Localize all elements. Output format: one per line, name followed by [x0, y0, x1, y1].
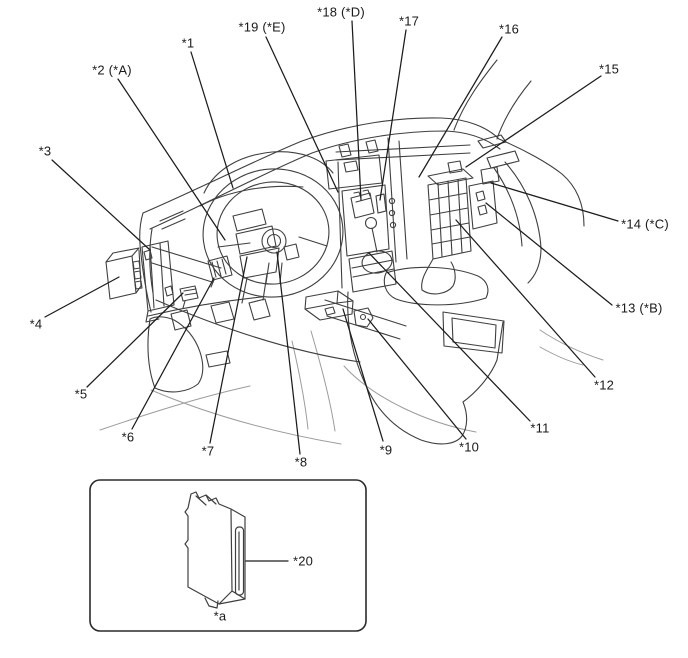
callout-13: *13 (*B)	[615, 300, 663, 316]
callout-3: *3	[38, 143, 52, 159]
callout-6: *6	[121, 429, 135, 445]
callout-7: *7	[201, 443, 215, 459]
callout-14: *14 (*C)	[621, 216, 669, 232]
callout-4: *4	[29, 316, 43, 332]
callout-19: *19 (*E)	[238, 19, 286, 35]
callout-11: *11	[530, 420, 550, 436]
inset-box	[89, 479, 367, 632]
floor-lines	[99, 329, 604, 445]
callout-a: *a	[213, 608, 227, 624]
leader-lines	[44, 20, 619, 562]
callout-20: *20	[292, 553, 314, 569]
callout-18: *18 (*D)	[317, 4, 365, 20]
callout-2: *2 (*A)	[92, 62, 132, 78]
callout-17: *17	[398, 13, 420, 29]
callout-10: *10	[458, 439, 480, 455]
dash-structure	[105, 59, 585, 445]
callout-16: *16	[498, 21, 520, 37]
callout-1: *1	[181, 35, 195, 51]
callout-9: *9	[379, 442, 393, 458]
ecu-illustration	[184, 491, 246, 609]
callout-15: *15	[598, 61, 620, 77]
callout-8: *8	[294, 454, 308, 470]
callout-12: *12	[593, 377, 615, 393]
callout-5: *5	[74, 386, 88, 402]
